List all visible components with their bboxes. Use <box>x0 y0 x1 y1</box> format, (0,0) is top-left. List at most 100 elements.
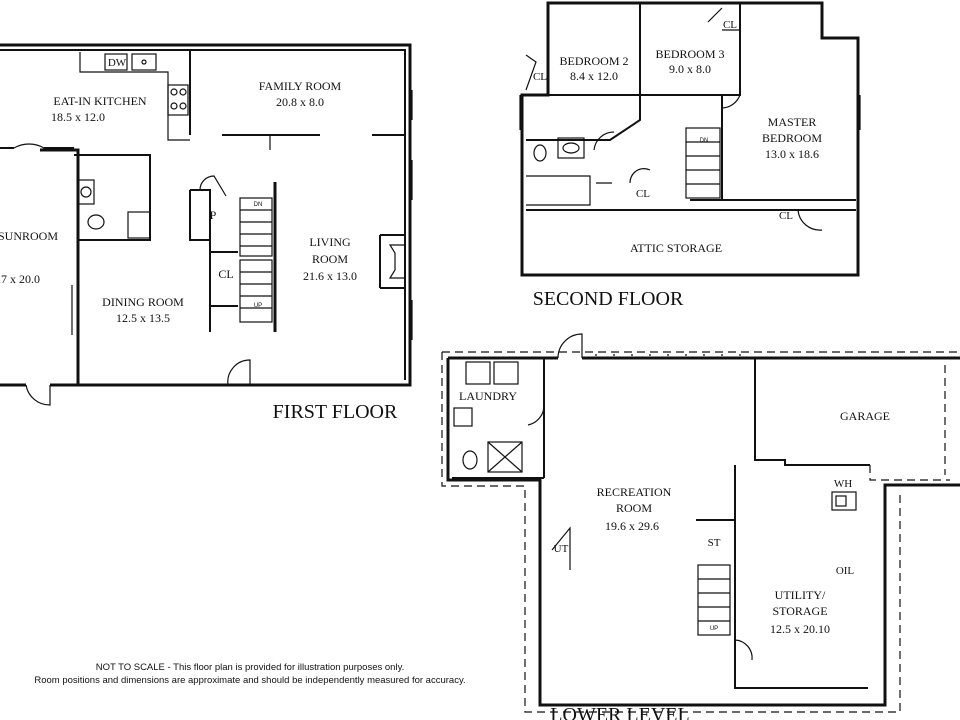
lower-level-stair <box>697 564 731 636</box>
laundry-sink <box>453 407 473 427</box>
storage-closet-label: ST <box>708 537 721 549</box>
room-name-dining-room: DINING ROOM <box>102 295 184 309</box>
room-dims-dining-room: 12.5 x 13.5 <box>116 311 170 325</box>
half-bath-sink <box>80 186 92 198</box>
pantry-wall <box>189 189 211 332</box>
lower-level-foundation-outline <box>441 351 960 713</box>
room-dims-sunroom: 7.7 x 20.0 <box>0 272 40 286</box>
room-name-attic-storage: ATTIC STORAGE <box>630 241 722 255</box>
room-dims-master-bedroom: 13.0 x 18.6 <box>765 147 819 161</box>
washer <box>465 361 491 385</box>
oil-tank-label: OIL <box>836 565 855 577</box>
room-dims-family-room: 20.8 x 8.0 <box>276 95 324 109</box>
room-name-garage: GARAGE <box>840 409 890 423</box>
first-floor-closet-label: CL <box>218 267 233 281</box>
half-bath-toilet <box>87 214 105 230</box>
room-dims-bedroom-2: 8.4 x 12.0 <box>570 69 618 83</box>
utility-door <box>734 639 753 661</box>
recreation-garage-wall <box>754 358 870 466</box>
bedroom-2-bath-wall <box>526 95 641 141</box>
room-name-sunroom: SUNROOM <box>0 229 58 243</box>
kitchen-range <box>167 84 189 116</box>
room-name-bedroom-2: BEDROOM 2 <box>559 54 628 68</box>
second-floor-closet-doors <box>525 54 823 231</box>
first-floor-plan <box>0 43 413 406</box>
closet-label-master: CL <box>779 210 793 222</box>
kitchen-counter <box>79 52 190 141</box>
front-door-swing <box>227 359 251 386</box>
first-floor-stair-down-label: DN <box>254 202 263 208</box>
room-dims-eat-in-kitchen: 18.5 x 12.0 <box>51 110 105 124</box>
room-dims-utility: 12.5 x 20.10 <box>770 622 830 636</box>
dishwasher-label: DW <box>108 57 127 69</box>
first-floor-windows <box>71 90 413 340</box>
lower-level-toilet <box>462 450 478 470</box>
dryer <box>493 361 519 385</box>
room-dims-living-room: 21.6 x 13.0 <box>303 269 357 283</box>
second-floor-stair <box>685 127 721 199</box>
half-bath-vanity <box>77 179 95 205</box>
first-floor-stair-up-label: UP <box>254 303 262 309</box>
second-floor-plan <box>519 1 861 277</box>
room-name-master-bedroom: MASTER <box>768 115 817 129</box>
lower-level-entry-door <box>557 333 583 359</box>
closet-label-hall: CL <box>636 188 650 200</box>
second-floor-outer-wall <box>520 1 860 277</box>
ut-closet-door <box>551 526 571 570</box>
second-floor-title: SECOND FLOOR <box>533 288 684 310</box>
fireplace <box>379 234 405 289</box>
first-floor-outer-wall <box>0 43 412 387</box>
room-dims-bedroom-3: 9.0 x 8.0 <box>669 62 711 76</box>
sink-drain <box>141 59 147 65</box>
room-name-laundry: LAUNDRY <box>459 389 517 403</box>
half-bath-wall <box>74 154 151 241</box>
room-name-master-bedroom-2: BEDROOM <box>762 131 822 145</box>
water-heater-label: WH <box>834 478 852 490</box>
fireplace-hearth <box>388 244 406 279</box>
laundry-wall <box>452 358 545 479</box>
half-bath-tub <box>127 211 151 239</box>
closet-label-bedroom-2: CL <box>533 71 547 83</box>
dishwasher <box>104 53 128 71</box>
pantry-label: P <box>210 208 217 222</box>
disclaimer-line-1: NOT TO SCALE - This floor plan is provid… <box>95 662 405 673</box>
second-floor-stair-down-label: DN <box>700 138 709 144</box>
second-floor-tub <box>526 175 591 206</box>
lower-level-plan <box>441 333 960 713</box>
laundry-door <box>527 404 545 426</box>
lower-level-shower <box>487 441 523 473</box>
room-name-recreation-room: RECREATION <box>597 485 672 499</box>
ut-closet-label: UT <box>554 543 569 555</box>
second-floor-toilet <box>533 144 547 162</box>
room-dims-recreation-room: 19.6 x 29.6 <box>605 519 659 533</box>
second-floor-vanity <box>557 137 585 159</box>
lower-level-title: LOWER LEVEL <box>550 704 689 720</box>
room-name-recreation-room-2: ROOM <box>616 501 652 515</box>
sunroom-door-swing <box>13 143 45 150</box>
lower-level-outer-wall <box>446 356 960 707</box>
room-name-utility: UTILITY/ <box>775 588 826 602</box>
kitchen-sink <box>131 53 157 71</box>
lower-level-stair-up-label: UP <box>710 626 718 632</box>
second-floor-door-swings <box>593 131 651 184</box>
room-name-family-room: FAMILY ROOM <box>259 79 342 93</box>
room-name-living-room-2: ROOM <box>312 252 348 266</box>
second-floor-windows <box>519 95 861 130</box>
room-name-utility-2: STORAGE <box>772 604 827 618</box>
first-floor-stair <box>239 197 273 323</box>
room-name-living-room: LIVING <box>309 235 351 249</box>
water-heater <box>831 491 857 511</box>
garage-slab-outline <box>869 465 950 481</box>
disclaimer-note: NOT TO SCALE - This floor plan is provid… <box>20 661 480 687</box>
utility-wall <box>734 465 868 689</box>
sunroom-exterior-door <box>25 384 51 406</box>
pantry-door-swing <box>199 175 227 197</box>
room-name-eat-in-kitchen: EAT-IN KITCHEN <box>53 94 147 108</box>
room-name-bedroom-3: BEDROOM 3 <box>655 47 724 61</box>
closet-wall <box>210 251 238 307</box>
closet-label-bedroom-3: CL <box>723 19 737 31</box>
first-floor-title: FIRST FLOOR <box>273 401 398 423</box>
closet-bedroom-3 <box>707 7 740 31</box>
disclaimer-line-2: Room positions and dimensions are approx… <box>34 675 466 686</box>
